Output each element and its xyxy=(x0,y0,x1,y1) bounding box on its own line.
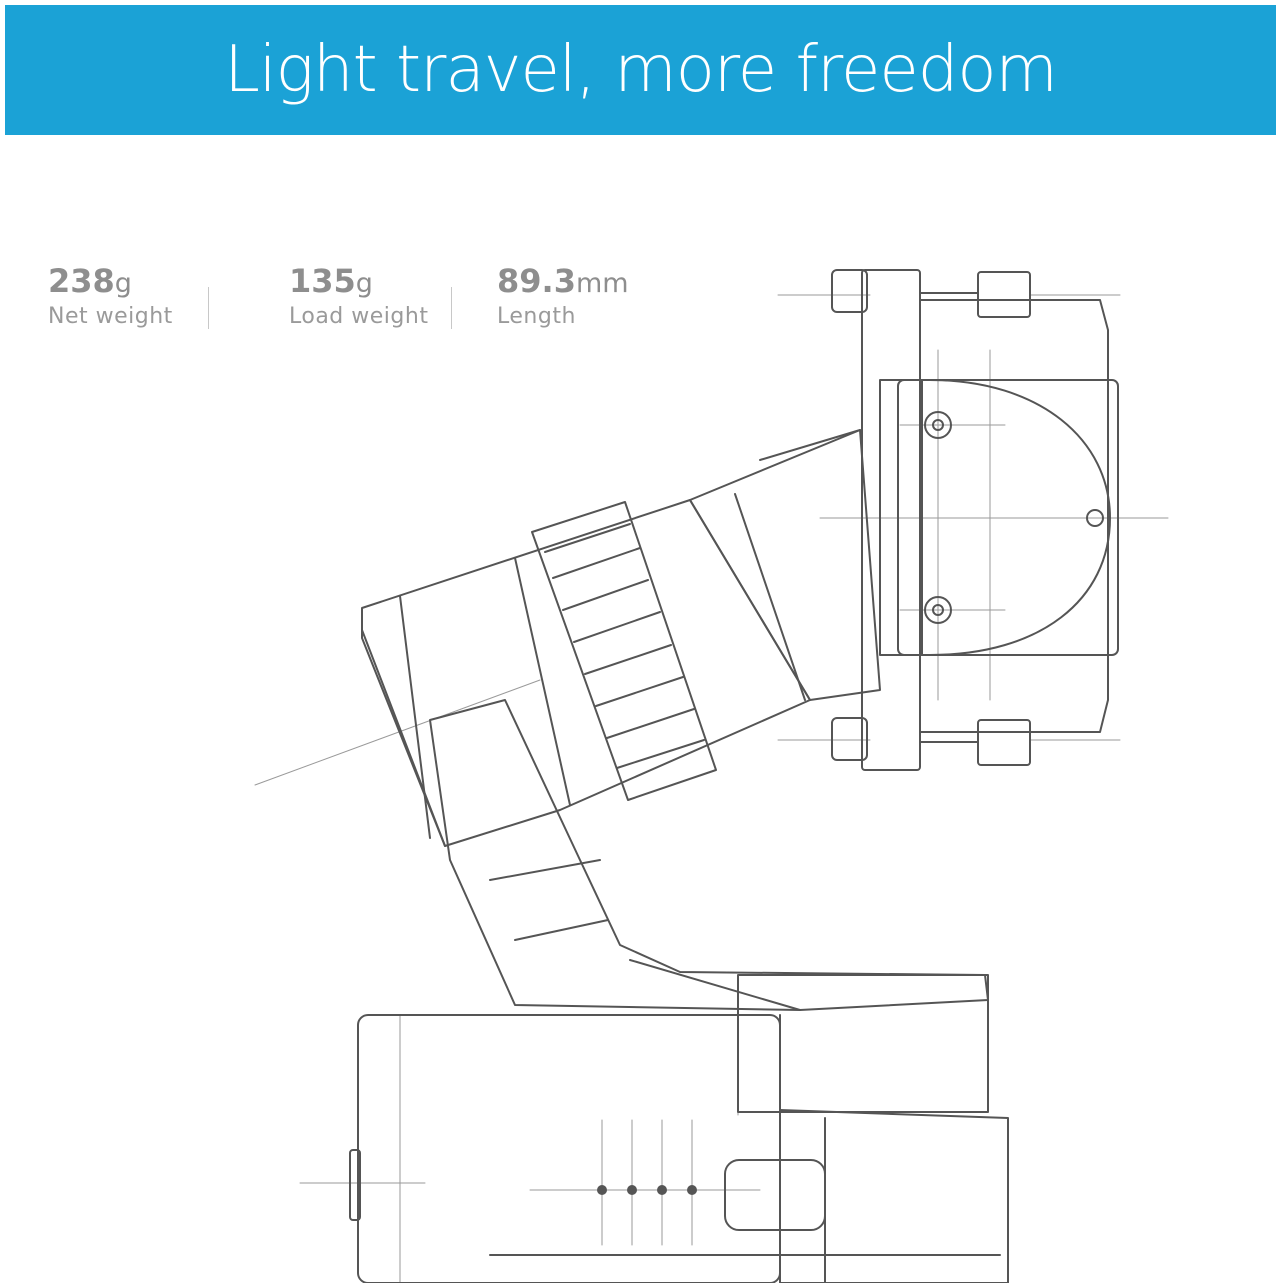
spec-divider xyxy=(451,287,452,329)
spec-label: Net weight xyxy=(48,304,173,329)
title-banner: Light travel, more freedom xyxy=(5,5,1276,135)
indicator-dot xyxy=(597,1185,607,1195)
knurled-ring xyxy=(531,501,717,801)
battery-indicator-dots xyxy=(597,1185,697,1195)
indicator-dot xyxy=(627,1185,637,1195)
spec-value: 135 xyxy=(289,262,356,300)
spec-divider xyxy=(208,287,209,329)
gimbal-base xyxy=(349,974,1009,1283)
spec-value: 89.3 xyxy=(497,262,576,300)
banner-title: Light travel, more freedom xyxy=(224,33,1058,107)
spec-length: 89.3mm Length xyxy=(497,262,629,329)
indicator-dot xyxy=(657,1185,667,1195)
spec-unit: g xyxy=(114,268,132,299)
indicator-dot xyxy=(687,1185,697,1195)
spec-label: Length xyxy=(497,304,576,329)
spec-net-weight: 238g Net weight xyxy=(48,262,173,329)
spec-label: Load weight xyxy=(289,304,429,329)
spec-unit: mm xyxy=(575,268,629,299)
spec-value: 238 xyxy=(48,262,115,300)
phone-clamp xyxy=(831,269,1119,771)
construction-lines xyxy=(254,294,1169,1283)
spec-unit: g xyxy=(355,268,373,299)
clamp-screws xyxy=(924,411,1104,624)
tilt-motor-body xyxy=(361,429,881,847)
spec-load-weight: 135g Load weight xyxy=(289,262,428,329)
